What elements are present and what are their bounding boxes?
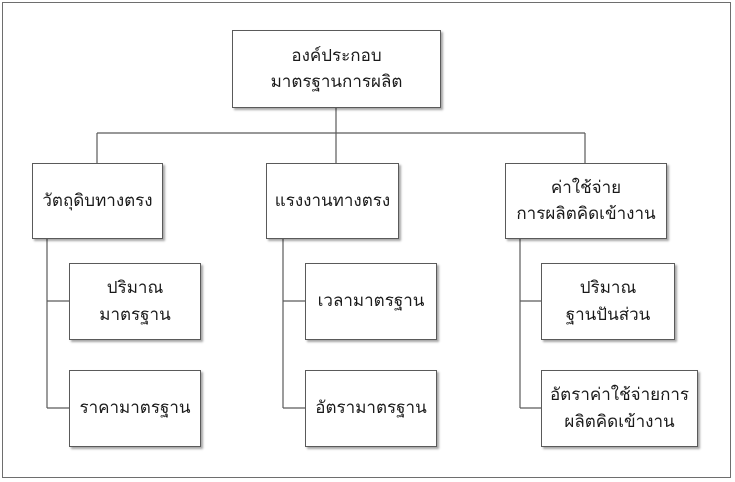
- child-node-line: ฐานปันส่วน: [565, 304, 651, 325]
- child-node-standard-rate: อัตรามาตรฐาน: [305, 370, 437, 447]
- category-node-line: แรงงานทางตรง: [274, 190, 391, 211]
- child-node-line: ปริมาณ: [579, 278, 637, 299]
- root-node-line-2: มาตรฐานการผลิต: [270, 72, 403, 92]
- diagram-frame: [2, 2, 731, 478]
- category-node-line: การผลิตคิดเข้างาน: [516, 204, 656, 224]
- child-node-line: เวลามาตรฐาน: [317, 291, 425, 312]
- root-node-line-1: องค์ประกอบ: [291, 45, 382, 66]
- child-node-line: อัตรามาตรฐาน: [315, 398, 427, 419]
- child-node-line: ราคามาตรฐาน: [79, 398, 191, 419]
- category-node-line: ค่าใช้จ่าย: [550, 177, 622, 198]
- child-node-line: ปริมาณ: [106, 278, 164, 299]
- child-node-line: มาตรฐาน: [99, 304, 171, 325]
- child-node-line: อัตราค่าใช้จ่ายการ: [549, 385, 690, 406]
- category-node-direct-labor: แรงงานทางตรง: [266, 163, 399, 239]
- category-node-direct-materials: วัตถุดิบทางตรง: [32, 163, 163, 239]
- root-node: องค์ประกอบ มาตรฐานการผลิต: [232, 30, 441, 108]
- child-node-standard-price: ราคามาตรฐาน: [69, 370, 201, 447]
- child-node-allocation-base-quantity: ปริมาณ ฐานปันส่วน: [541, 263, 675, 340]
- category-node-line: วัตถุดิบทางตรง: [42, 190, 153, 211]
- child-node-standard-time: เวลามาตรฐาน: [305, 263, 437, 340]
- child-node-line: ผลิตคิดเข้างาน: [564, 411, 675, 432]
- child-node-overhead-rate: อัตราค่าใช้จ่ายการ ผลิตคิดเข้างาน: [541, 370, 698, 447]
- category-node-overhead: ค่าใช้จ่าย การผลิตคิดเข้างาน: [505, 163, 667, 239]
- child-node-standard-quantity: ปริมาณ มาตรฐาน: [69, 263, 201, 340]
